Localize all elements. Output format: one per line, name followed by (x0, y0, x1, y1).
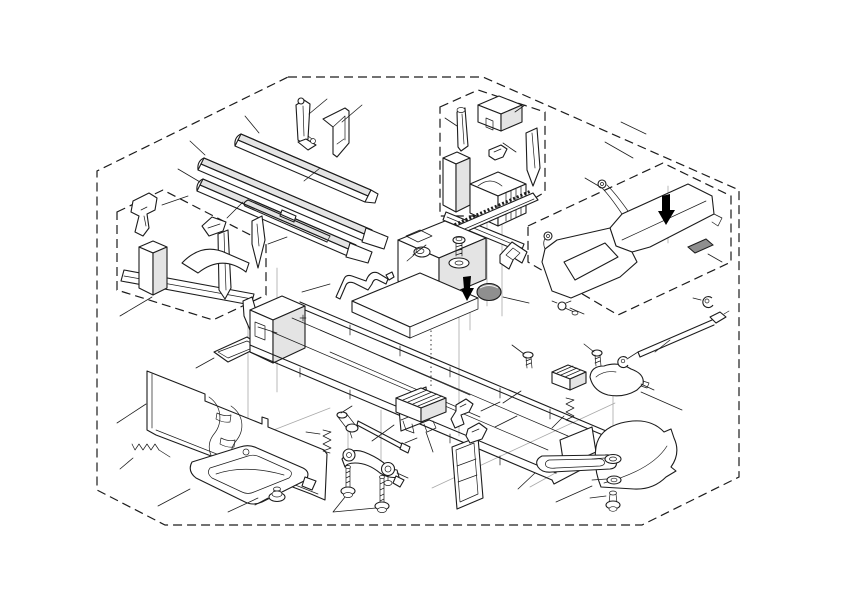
guide-rail-4-partial (243, 199, 331, 243)
sector-plate (594, 420, 678, 490)
e-clip-small (617, 356, 629, 369)
guide-rail-2 (197, 157, 389, 250)
screw-above-plate (591, 349, 603, 357)
screw-above-block-b (522, 351, 534, 359)
tapping-screw-long-2 (374, 475, 390, 513)
torsion-spring (322, 429, 332, 454)
handle-spring (131, 443, 171, 458)
guide-parts-subassembly-box (116, 189, 267, 321)
guide-rail-3 (196, 178, 373, 264)
outer-boundary (96, 76, 740, 526)
shoulder-screw (605, 490, 621, 512)
sensor-blade (251, 215, 266, 269)
hook-bracket (130, 192, 158, 237)
dashed-frames (96, 76, 740, 526)
ribbed-block-b (522, 351, 587, 391)
tapping-screw-long-1 (340, 465, 356, 498)
idler-shaft (637, 310, 730, 358)
side-blade (525, 127, 541, 187)
e-ring (702, 296, 714, 309)
winged-pin (551, 300, 579, 316)
compression-spring-b (565, 397, 575, 424)
direction-arrow-lift-plate (658, 194, 675, 225)
tapping-screw-short (268, 486, 286, 503)
left-block (442, 151, 471, 213)
direction-arrows (461, 194, 675, 301)
round-knob (476, 282, 502, 302)
latch-frame (499, 241, 528, 270)
oval-clip (406, 246, 431, 262)
main-chassis (249, 295, 623, 485)
washer-upper (604, 453, 622, 465)
friction-pad (687, 238, 714, 254)
slotted-link-arm (536, 454, 617, 473)
leader-lines (116, 98, 723, 513)
ribbed-block-a (395, 387, 447, 434)
corner-bracket (295, 97, 317, 151)
pinch-rod (356, 420, 411, 454)
hook-clip-pair (450, 398, 488, 444)
rocker-arm (341, 448, 405, 488)
latch-block (477, 95, 523, 132)
tiny-clip (488, 144, 508, 161)
pin-strip (456, 107, 469, 152)
direction-arrow-center (461, 276, 474, 301)
guide-rail-1 (234, 133, 379, 204)
flag-plate (322, 107, 350, 158)
latch-pin (336, 411, 359, 439)
washer-lower (606, 475, 622, 485)
lift-plate-subassembly-box (527, 162, 732, 316)
mid-platform (351, 272, 479, 339)
clip-wedge (201, 216, 227, 237)
crank-lever (335, 271, 395, 300)
shoulder-screw-washer (448, 235, 470, 269)
cover-plate-small (589, 349, 650, 397)
